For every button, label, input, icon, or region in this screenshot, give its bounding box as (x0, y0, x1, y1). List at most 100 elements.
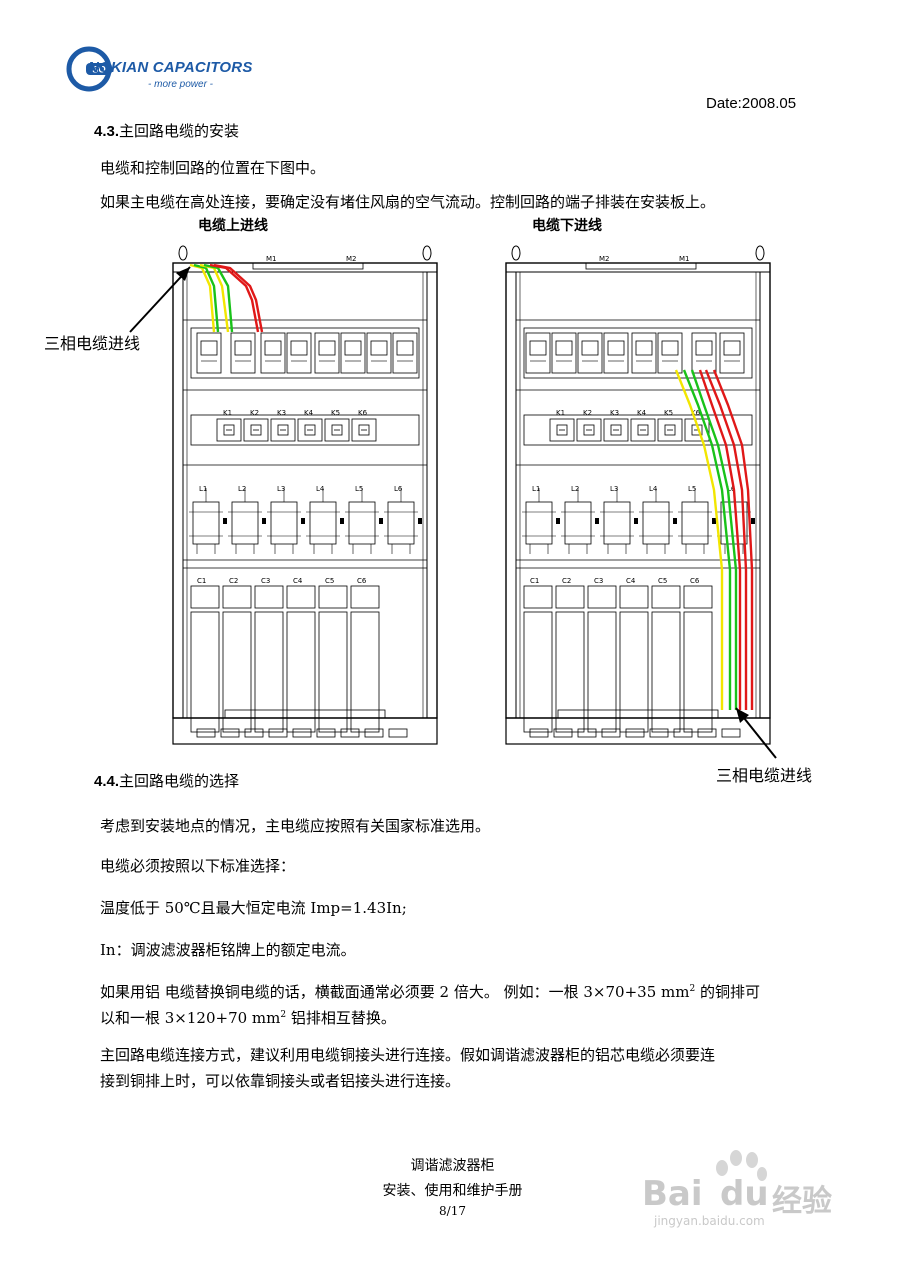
section-4-3-heading: 4.3.主回路电缆的安装 (94, 120, 239, 141)
paragraph: 考虑到安装地点的情况，主电缆应按照有关国家标准选用。 (100, 817, 491, 835)
reactor-label: L6 (727, 485, 736, 493)
reactor-coil (677, 487, 717, 555)
fuse-unit (719, 332, 745, 374)
cable-wire (674, 369, 724, 710)
capacitor-label: C6 (357, 577, 367, 585)
fuse-unit (525, 332, 551, 374)
figure-right-title: 电缆下进线 (532, 218, 602, 234)
fuse-unit (657, 332, 683, 374)
contactor-switch (243, 418, 269, 442)
fuse-unit (631, 332, 657, 374)
switch-label: K5 (331, 409, 340, 417)
capacitor-label: C1 (530, 577, 539, 585)
reactor-label: L5 (688, 485, 696, 493)
section-title: 主回路电缆的安装 (119, 122, 240, 140)
switch-label: K6 (691, 409, 701, 417)
reactor-coil (305, 487, 345, 555)
watermark-url: jingyan.baidu.com (654, 1214, 765, 1228)
reactor-coil (599, 487, 639, 555)
reactor-label: L5 (355, 485, 363, 493)
capacitor-label: C2 (562, 577, 571, 585)
switch-label: K2 (583, 409, 592, 417)
cable-wire (712, 369, 754, 710)
logo-emblem-text: SO (92, 65, 105, 75)
fuse-unit (691, 332, 717, 374)
fuse-unit (314, 332, 340, 374)
cable-wire (690, 369, 738, 710)
switch-label: K1 (556, 409, 565, 417)
reactor-coil (638, 487, 678, 555)
callout-right: 三相电缆进线 (716, 766, 813, 785)
reactor-coil (188, 487, 228, 555)
reactor-label: L2 (238, 485, 246, 493)
top-bar-label: M1 (266, 255, 277, 263)
capacitor-label: C4 (293, 577, 303, 585)
capacitor-label: C5 (658, 577, 667, 585)
cable-wire (193, 263, 220, 333)
arrow-icon (129, 266, 191, 333)
contactor-switch (657, 418, 683, 442)
cable-wire (203, 263, 234, 333)
reactor-label: L1 (199, 485, 207, 493)
reactor-coil (560, 487, 600, 555)
section-title: 主回路电缆的选择 (119, 772, 240, 790)
section-4-4-heading: 4.4.主回路电缆的选择 (94, 770, 239, 791)
capacitor-label: C1 (197, 577, 206, 585)
switch-label: K5 (664, 409, 673, 417)
paw-icon (716, 1150, 767, 1181)
callout-left: 三相电缆进线 (44, 334, 141, 353)
company-logo: SO NOKIAN CAPACITORS - more power - (66, 44, 286, 96)
fuse-unit (551, 332, 577, 374)
switch-label: K6 (358, 409, 368, 417)
cable-wire (682, 369, 732, 710)
logo-emblem-icon: SO (66, 46, 112, 92)
switch-label: K1 (223, 409, 232, 417)
logo-company-name: NOKIAN CAPACITORS (88, 59, 253, 76)
capacitor-unit (190, 585, 220, 733)
fuse-unit (366, 332, 392, 374)
contactor-switch (270, 418, 296, 442)
paragraph: 主回路电缆连接方式，建议利用电缆铜接头进行连接。假如调谐滤波器柜的铝芯电缆必须要… (100, 1046, 716, 1090)
figure-left-title: 电缆上进线 (198, 218, 268, 234)
paragraph: 电缆必须按照以下标准选择： (100, 857, 296, 875)
switch-label: K4 (304, 409, 314, 417)
reactor-coil (521, 487, 561, 555)
switch-label: K3 (610, 409, 619, 417)
reactor-coil (383, 487, 423, 555)
baidu-watermark: Bai du 经验 jingyan.baidu.com (640, 1150, 870, 1230)
contactor-switch (549, 418, 575, 442)
switch-label: K2 (250, 409, 259, 417)
reactor-label: L6 (394, 485, 403, 493)
fuse-unit (260, 332, 286, 374)
cable-wire (213, 263, 264, 333)
reactor-label: L1 (532, 485, 540, 493)
paragraph: 温度低于 50℃且最大恒定电流 Imp=1.43In; (100, 899, 407, 917)
fuse-unit (196, 332, 222, 374)
reactor-label: L4 (649, 485, 658, 493)
page-number: 8/17 (439, 1204, 466, 1218)
document-date: Date:2008.05 (706, 95, 797, 112)
capacitor-label: C2 (229, 577, 238, 585)
top-bar-label: M2 (346, 255, 357, 263)
contactor-switch (297, 418, 323, 442)
fuse-unit (230, 332, 256, 374)
switch-label: K4 (637, 409, 647, 417)
cable-wire (698, 369, 742, 710)
arrow-icon (735, 707, 777, 759)
capacitor-unit (523, 585, 553, 733)
paragraph: 如果用铝 电缆替换铜电缆的话，横截面通常必须要 2 倍大。 例如：一根 3×70… (100, 983, 760, 1027)
paragraph: 电缆和控制回路的位置在下图中。 (100, 159, 326, 177)
contactor-switch (351, 418, 377, 442)
capacitor-label: C3 (594, 577, 603, 585)
watermark-brand: Bai (642, 1174, 703, 1214)
capacitor-label: C5 (325, 577, 334, 585)
contactor-switch (576, 418, 602, 442)
paragraph: In：调波滤波器柜铭牌上的额定电流。 (100, 941, 356, 959)
capacitor-label: C4 (626, 577, 636, 585)
watermark-brand: du (720, 1174, 769, 1214)
fuse-unit (286, 332, 312, 374)
reactor-label: L4 (316, 485, 325, 493)
section-number: 4.3. (94, 123, 120, 140)
capacitor-label: C3 (261, 577, 270, 585)
